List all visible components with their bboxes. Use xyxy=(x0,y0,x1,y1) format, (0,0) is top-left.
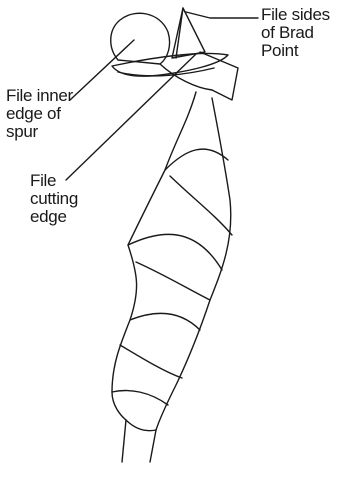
shank-twist xyxy=(126,420,156,431)
label-line: edge xyxy=(30,208,78,226)
flute-4 xyxy=(136,262,210,300)
shank xyxy=(122,420,126,462)
flute-7 xyxy=(112,391,168,405)
label-line: of Brad xyxy=(261,24,330,42)
label-line: File xyxy=(30,172,78,190)
label-line: edge of xyxy=(6,105,73,123)
spiral-left-edge xyxy=(112,92,196,420)
spiral-right-edge xyxy=(156,98,231,430)
leader-spur xyxy=(70,40,134,100)
flute-5 xyxy=(130,313,200,330)
label-line: File sides xyxy=(261,6,330,24)
label-file-inner-edge-spur: File inner edge of spur xyxy=(6,87,73,141)
shank-right xyxy=(150,430,156,462)
flute-1 xyxy=(165,149,228,170)
head-shoulder xyxy=(200,52,238,100)
head-shoulder-inner xyxy=(160,64,212,90)
leader-cutting-edge xyxy=(66,54,196,180)
leader-brad-point xyxy=(186,12,258,18)
flute-6 xyxy=(120,345,182,378)
label-line: File inner xyxy=(6,87,73,105)
label-file-cutting-edge: File cutting edge xyxy=(30,172,78,226)
label-line: spur xyxy=(6,123,73,141)
label-line: cutting xyxy=(30,190,78,208)
spur-lobe xyxy=(111,13,170,64)
label-line: Point xyxy=(261,42,330,60)
flute-2 xyxy=(170,176,232,235)
label-file-sides-brad-point: File sides of Brad Point xyxy=(261,6,330,60)
